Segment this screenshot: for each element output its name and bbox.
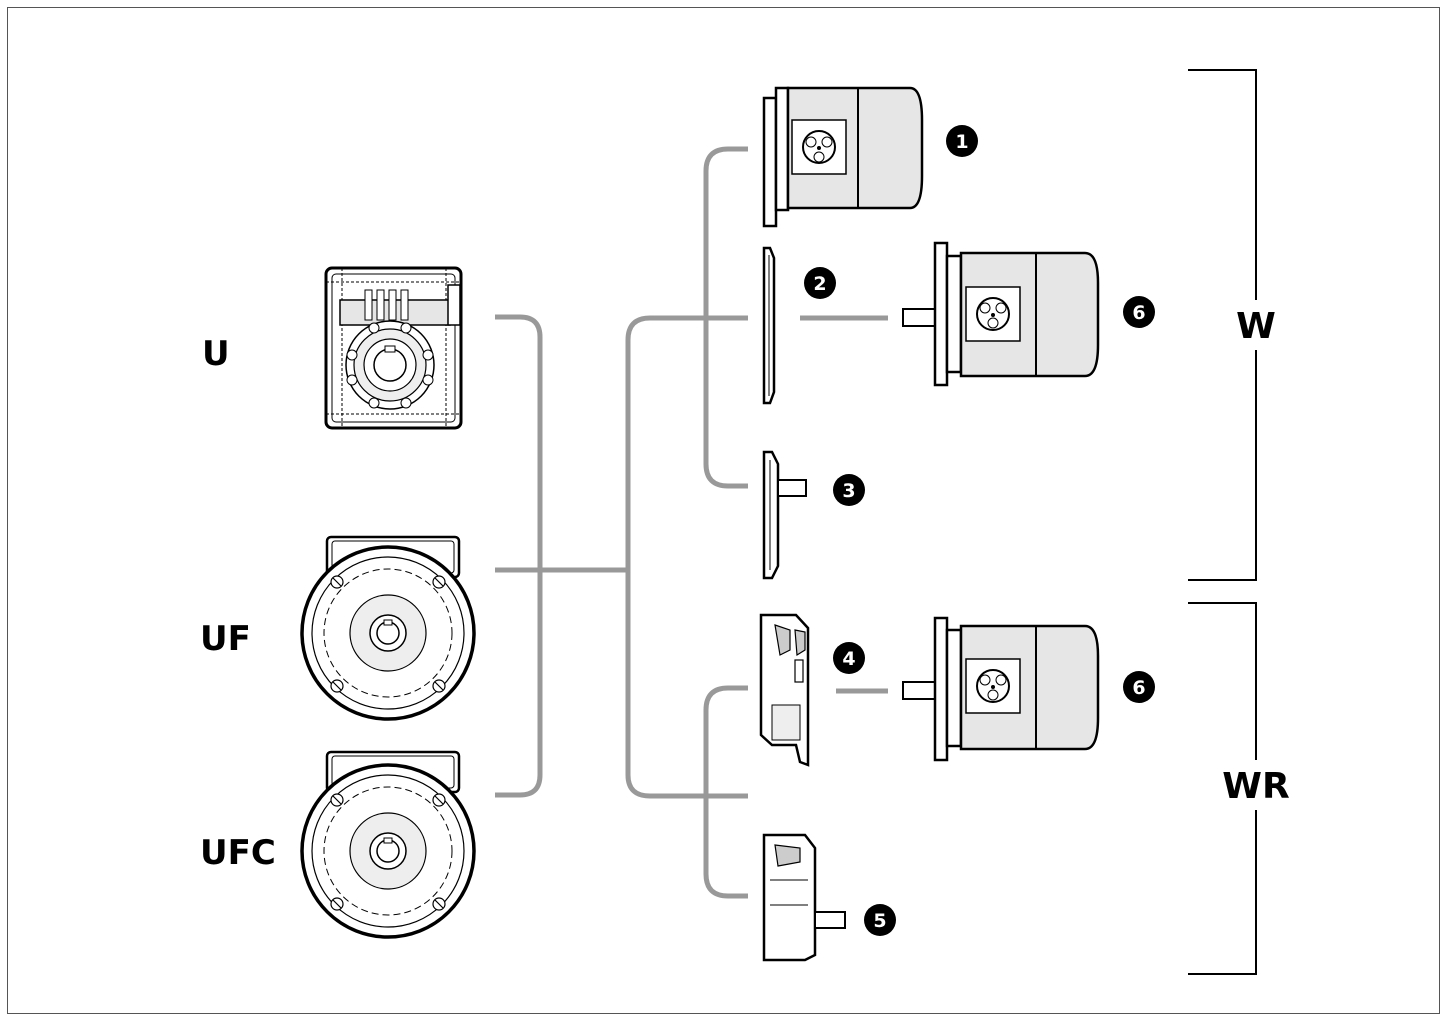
adapter-5-drawing xyxy=(764,835,845,960)
gearbox-u-drawing xyxy=(326,268,461,428)
number-4: 4 xyxy=(842,648,855,670)
number-6-upper: 6 xyxy=(1132,302,1145,324)
label-uf: UF xyxy=(200,619,251,659)
adapter-4-drawing xyxy=(761,615,808,765)
motor-6-upper-drawing xyxy=(903,243,1098,385)
number-5: 5 xyxy=(873,910,886,932)
flange-plate-2-drawing xyxy=(764,248,774,403)
number-badge-4: 4 xyxy=(833,642,865,674)
label-wr: WR xyxy=(1222,766,1289,807)
number-6-lower: 6 xyxy=(1132,677,1145,699)
gearbox-ufc-drawing xyxy=(302,752,474,937)
number-badge-6-lower: 6 xyxy=(1123,671,1155,703)
motor-1-drawing xyxy=(764,88,922,226)
connector-lines xyxy=(495,149,888,896)
number-badge-6-upper: 6 xyxy=(1123,296,1155,328)
motor-6-lower-drawing xyxy=(903,618,1098,760)
label-u: U xyxy=(202,334,230,374)
input-flange-3-drawing xyxy=(764,452,806,578)
number-2: 2 xyxy=(813,273,826,295)
number-3: 3 xyxy=(842,480,855,502)
number-1: 1 xyxy=(955,131,968,153)
number-badge-2: 2 xyxy=(804,267,836,299)
number-badge-5: 5 xyxy=(864,904,896,936)
label-ufc: UFC xyxy=(200,833,276,873)
number-badge-1: 1 xyxy=(946,125,978,157)
label-w: W xyxy=(1236,306,1276,347)
number-badge-3: 3 xyxy=(833,474,865,506)
gearbox-uf-drawing xyxy=(302,537,474,719)
